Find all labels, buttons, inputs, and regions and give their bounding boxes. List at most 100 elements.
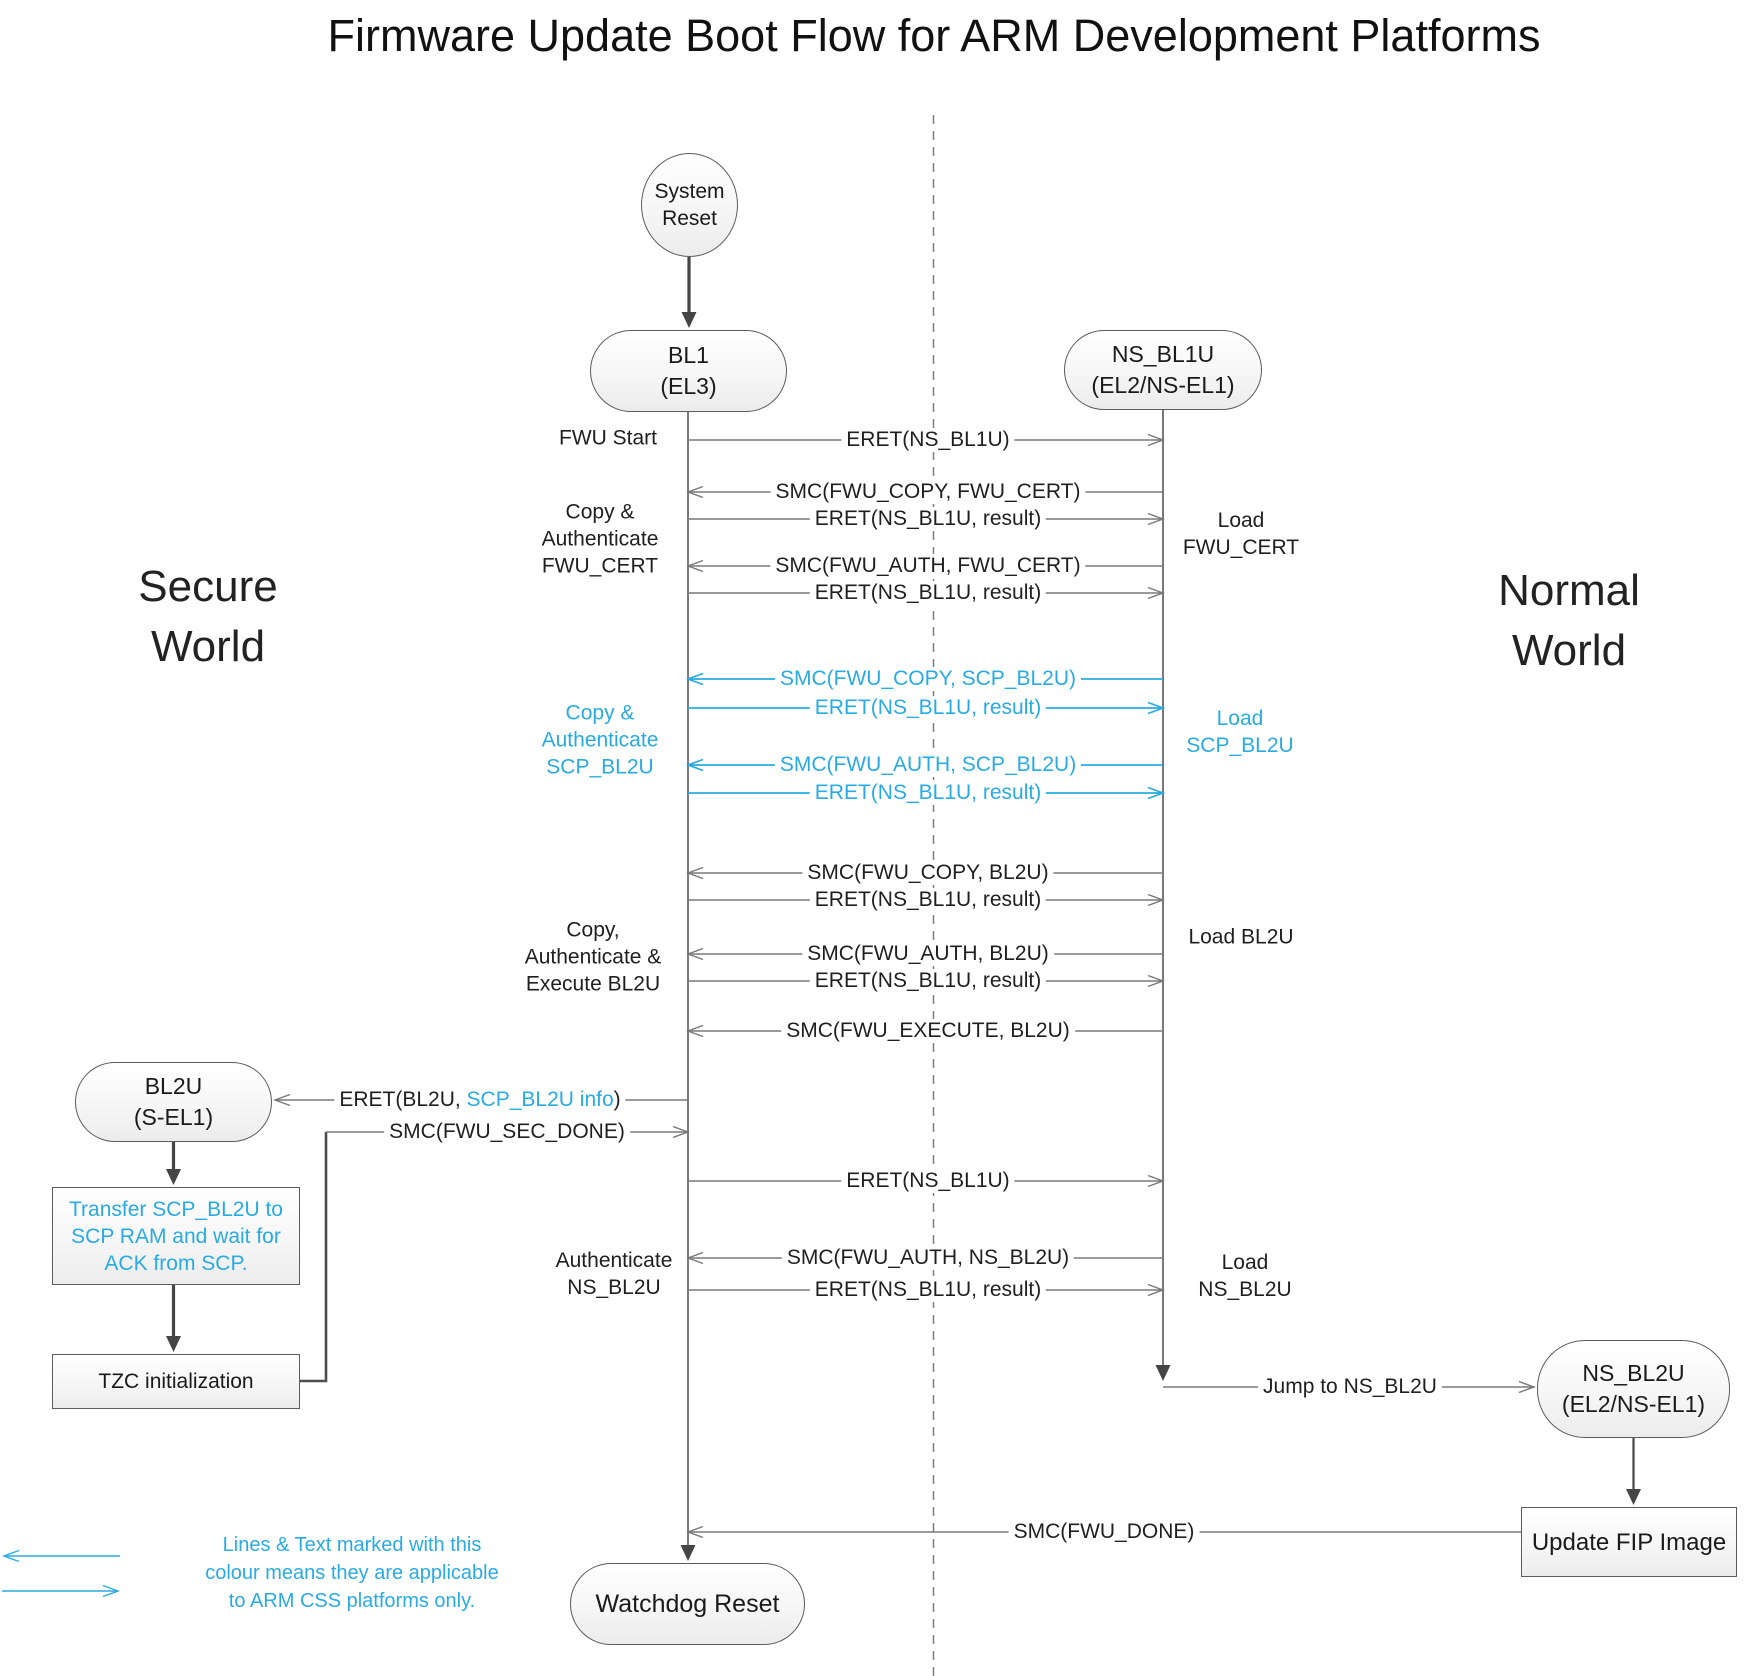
side-label-line: FWU_CERT	[1182, 536, 1300, 559]
side-label-line: Authenticate	[555, 1249, 673, 1272]
arrowhead-open	[685, 1525, 704, 1539]
arrowhead-solid	[166, 1169, 181, 1185]
arrowhead-open	[1147, 974, 1166, 988]
arrowhead-open	[1147, 512, 1166, 526]
message-label: ERET(NS_BL1U, result)	[809, 1278, 1047, 1302]
message-label-part: ERET(BL2U,	[339, 1088, 467, 1111]
message-label: ERET(NS_BL1U, result)	[809, 696, 1047, 720]
arrowhead-open	[1147, 786, 1166, 800]
system-reset-node: System Reset	[641, 153, 738, 257]
arrowhead-open	[685, 866, 704, 880]
message-label: ERET(NS_BL1U)	[841, 428, 1015, 452]
watchdog-reset-node: Watchdog Reset	[570, 1563, 805, 1645]
message-label: ERET(NS_BL1U)	[841, 1169, 1015, 1193]
arrowhead-open	[1147, 433, 1166, 447]
message-label-part: )	[613, 1088, 621, 1111]
arrowhead-solid	[681, 312, 697, 328]
message-label: SMC(FWU_AUTH, SCP_BL2U)	[774, 753, 1082, 777]
arrowhead-open	[685, 672, 704, 686]
arrowhead-open	[1147, 1174, 1166, 1188]
arrowhead-open	[1518, 1380, 1537, 1394]
side-label-line: FWU Start	[559, 426, 657, 450]
arrowhead-open	[1147, 1283, 1166, 1297]
normal-world-label: Normal World	[1498, 561, 1640, 681]
ns-bl1u-node: NS_BL1U (EL2/NS-EL1)	[1064, 330, 1262, 410]
side-label-line: NS_BL2U	[1198, 1278, 1292, 1301]
side-label: Copy, Authenticate & Execute BL2U	[525, 917, 662, 998]
message-label: Jump to NS_BL2U	[1258, 1375, 1442, 1399]
side-label-line: NS_BL2U	[567, 1276, 661, 1299]
arrowhead-solid	[166, 1336, 181, 1352]
side-label: Load BL2U	[1188, 924, 1293, 951]
arrowhead-open	[685, 559, 704, 573]
side-label-line: Execute BL2U	[525, 972, 661, 996]
message-label: SMC(FWU_AUTH, FWU_CERT)	[770, 554, 1086, 578]
side-label-line: Authenticate	[541, 728, 659, 752]
side-label-line: SCP_BL2U	[1186, 734, 1294, 757]
arrowhead-open	[685, 758, 704, 772]
message-label: SMC(FWU_SEC_DONE)	[384, 1120, 630, 1144]
arrowhead-open	[685, 485, 704, 499]
side-label-line: Copy &	[565, 500, 635, 524]
normal-world-line2: World	[1511, 626, 1627, 675]
message-label: ERET(NS_BL1U, result)	[809, 888, 1047, 912]
side-label: FWU Start	[559, 425, 657, 452]
message-label: ERET(NS_BL1U, result)	[809, 781, 1047, 805]
side-label-line: Authenticate	[541, 527, 659, 551]
secure-world-line2: World	[150, 622, 266, 671]
message-label: SMC(FWU_COPY, BL2U)	[802, 861, 1054, 885]
bl1-node: BL1 (EL3)	[590, 330, 787, 412]
bl2u-node: BL2U (S-EL1)	[75, 1062, 272, 1142]
diagram-title: Firmware Update Boot Flow for ARM Develo…	[327, 10, 1541, 61]
message-label: ERET(BL2U, SCP_BL2U info)	[334, 1088, 626, 1112]
side-label-line: Copy,	[566, 918, 620, 942]
secure-world-label: Secure World	[138, 557, 277, 677]
arrowhead-open	[1147, 701, 1166, 715]
message-label: SMC(FWU_EXECUTE, BL2U)	[781, 1019, 1075, 1043]
arrowhead-solid	[1155, 1365, 1171, 1381]
tzc-to-smc-sec-done-connector	[300, 1132, 328, 1383]
message-label-part: SCP_BL2U info	[466, 1088, 614, 1111]
arrowhead-open	[685, 1024, 704, 1038]
message-label: SMC(FWU_AUTH, NS_BL2U)	[781, 1246, 1075, 1270]
transfer-scp-bl2u-box: Transfer SCP_BL2U to SCP RAM and wait fo…	[52, 1187, 300, 1285]
ns-bl2u-node: NS_BL2U (EL2/NS-EL1)	[1537, 1340, 1730, 1438]
message-label: ERET(NS_BL1U, result)	[809, 969, 1047, 993]
arrowhead-open	[1147, 586, 1166, 600]
update-fip-image-box: Update FIP Image	[1521, 1507, 1737, 1577]
arrowhead-solid	[680, 1545, 696, 1561]
side-label-line: Copy &	[565, 701, 635, 725]
tzc-initialization-box: TZC initialization	[52, 1354, 300, 1409]
side-label-line: SCP_BL2U	[546, 755, 654, 779]
message-label: SMC(FWU_AUTH, BL2U)	[802, 942, 1054, 966]
arrowhead-open	[685, 1251, 704, 1265]
side-label-line: Load	[1217, 509, 1265, 532]
side-label-line: Authenticate &	[524, 945, 662, 969]
message-label: SMC(FWU_COPY, SCP_BL2U)	[774, 667, 1082, 691]
message-label: SMC(FWU_COPY, FWU_CERT)	[770, 480, 1086, 504]
normal-world-line1: Normal	[1498, 566, 1640, 615]
arrowhead-open	[672, 1125, 691, 1139]
side-label-line: Load	[1216, 707, 1264, 730]
message-label: ERET(NS_BL1U, result)	[809, 581, 1047, 605]
arrowhead-open	[1147, 893, 1166, 907]
side-label-line: Load	[1221, 1251, 1269, 1274]
arrowhead-open	[272, 1093, 291, 1107]
arrowhead-open	[685, 947, 704, 961]
secure-world-line1: Secure	[138, 562, 278, 611]
message-label: SMC(FWU_DONE)	[1008, 1520, 1200, 1544]
side-label-line: FWU_CERT	[541, 554, 659, 578]
side-label-line: Load BL2U	[1188, 925, 1294, 949]
arrowhead-open	[1, 1549, 20, 1563]
arrowhead-open	[102, 1584, 121, 1598]
legend-text: Lines & Text marked with this colour mea…	[205, 1534, 499, 1612]
arrowhead-solid	[1626, 1489, 1641, 1505]
